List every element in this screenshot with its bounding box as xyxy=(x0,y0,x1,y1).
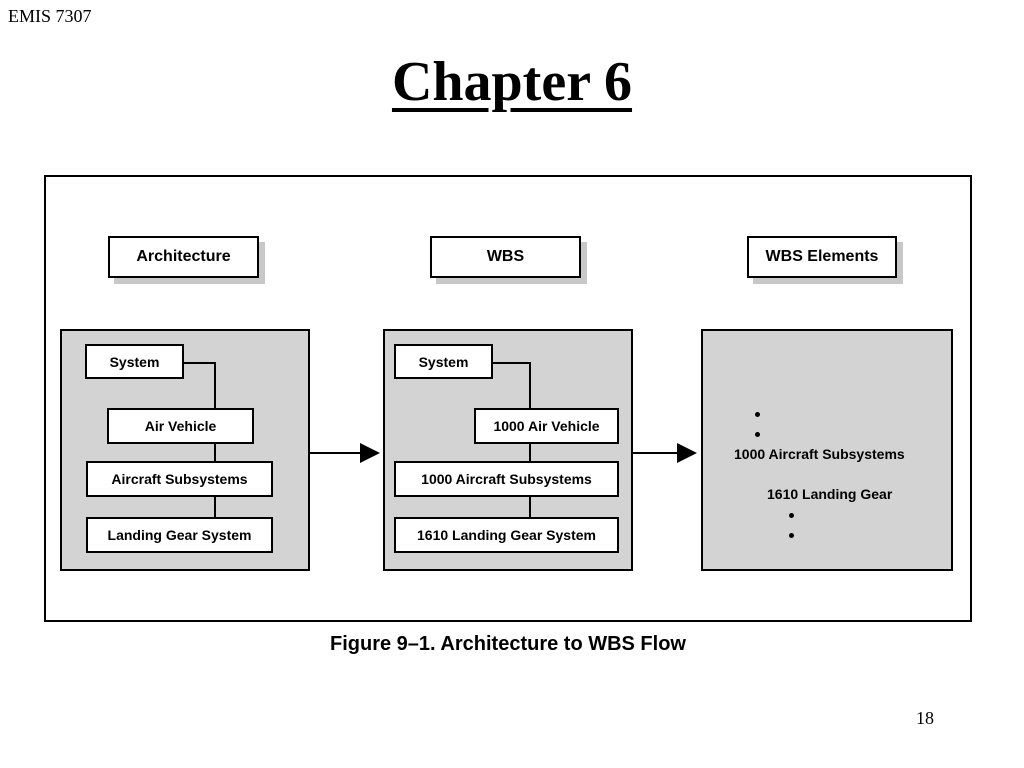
header-wbs: WBS xyxy=(430,236,581,278)
architecture-system-box: System xyxy=(85,344,184,379)
connector-line xyxy=(529,496,531,518)
wbs-landing-gear-box: 1610 Landing Gear System xyxy=(394,517,619,553)
ellipsis-dot xyxy=(755,412,760,417)
arrow-right-icon xyxy=(677,443,697,463)
ellipsis-dot xyxy=(789,533,794,538)
arrow-right-icon xyxy=(360,443,380,463)
slide-title-text: Chapter 6 xyxy=(391,51,633,113)
flow-arrow-line xyxy=(633,452,679,454)
connector-line xyxy=(529,444,531,462)
header-wbs-elements: WBS Elements xyxy=(747,236,897,278)
slide-title: Chapter 6 xyxy=(0,50,1024,114)
ellipsis-dot xyxy=(789,513,794,518)
architecture-aircraft-subsystems-box: Aircraft Subsystems xyxy=(86,461,273,497)
wbs-air-vehicle-box: 1000 Air Vehicle xyxy=(474,408,619,444)
flow-arrow-line xyxy=(310,452,362,454)
wbs-element-aircraft-subsystems: 1000 Aircraft Subsystems xyxy=(734,446,905,462)
wbs-panel: System 1000 Air Vehicle 1000 Aircraft Su… xyxy=(383,329,633,571)
ellipsis-dot xyxy=(755,432,760,437)
wbs-aircraft-subsystems-box: 1000 Aircraft Subsystems xyxy=(394,461,619,497)
connector-line xyxy=(214,444,216,462)
header-architecture: Architecture xyxy=(108,236,259,278)
connector-line xyxy=(214,362,216,409)
architecture-landing-gear-box: Landing Gear System xyxy=(86,517,273,553)
connector-line xyxy=(182,362,216,364)
page-number: 18 xyxy=(916,708,934,728)
connector-line xyxy=(529,362,531,409)
figure-frame xyxy=(44,175,972,622)
architecture-air-vehicle-box: Air Vehicle xyxy=(107,408,254,444)
wbs-element-landing-gear: 1610 Landing Gear xyxy=(767,486,893,502)
connector-line xyxy=(214,496,216,518)
architecture-panel: System Air Vehicle Aircraft Subsystems L… xyxy=(60,329,310,571)
wbs-system-box: System xyxy=(394,344,493,379)
connector-line xyxy=(491,362,531,364)
course-label: EMIS 7307 xyxy=(8,6,92,26)
wbs-elements-panel: 1000 Aircraft Subsystems 1610 Landing Ge… xyxy=(701,329,953,571)
figure-caption: Figure 9–1. Architecture to WBS Flow xyxy=(330,633,686,655)
